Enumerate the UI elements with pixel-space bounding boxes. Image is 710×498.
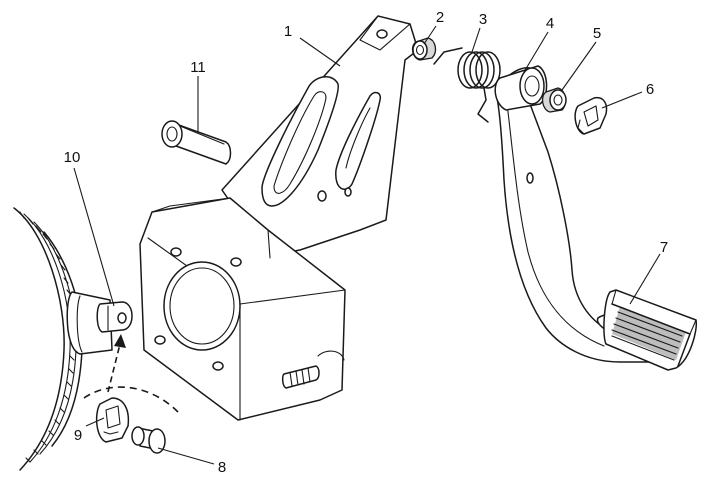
install-arrow	[107, 343, 121, 393]
retaining-clip-upper	[574, 96, 608, 135]
spacer-washer	[541, 87, 567, 113]
leader-3	[471, 27, 481, 53]
leader-9	[85, 417, 105, 427]
leader-2	[423, 25, 437, 45]
pivot-pin	[161, 120, 232, 165]
callout-4: 4	[546, 15, 554, 32]
callouts: 1 2 3 4 5 6 7 8 9 10 11	[64, 9, 669, 476]
install-arrow-head	[114, 334, 126, 348]
callout-10: 10	[64, 149, 81, 166]
leader-8	[157, 447, 215, 465]
callout-9: 9	[74, 427, 82, 444]
pedal-bracket	[139, 15, 419, 421]
callout-3: 3	[479, 11, 487, 28]
return-spring	[433, 47, 501, 123]
callout-7: 7	[660, 239, 668, 256]
leader-1	[299, 37, 341, 67]
callout-1: 1	[284, 23, 292, 40]
leader-lines	[73, 25, 661, 465]
callout-2: 2	[436, 9, 444, 26]
leader-7	[629, 253, 661, 305]
bushing	[411, 37, 437, 61]
leader-10	[73, 167, 115, 307]
pedal-pad	[603, 289, 698, 371]
callout-6: 6	[646, 81, 654, 98]
clevis-pin	[131, 426, 166, 454]
callout-5: 5	[593, 25, 601, 42]
leader-6	[601, 91, 643, 109]
leader-4	[523, 31, 549, 73]
pushrod-clevis	[96, 301, 133, 333]
retaining-clip-lower	[95, 397, 130, 443]
callout-8: 8	[218, 459, 226, 476]
callout-11: 11	[190, 59, 206, 76]
dashed-arc	[83, 386, 179, 413]
leader-5	[561, 41, 597, 91]
